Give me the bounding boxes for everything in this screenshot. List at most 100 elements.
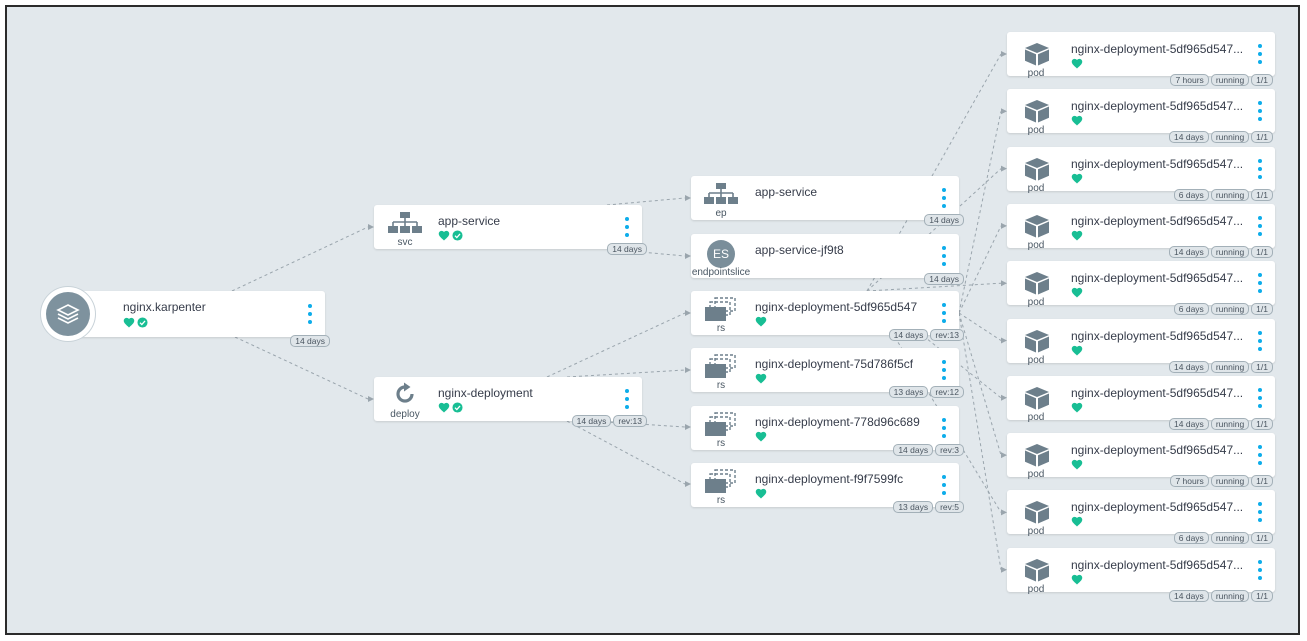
- pod-title: nginx-deployment-5df965d547...: [1071, 328, 1244, 343]
- pod-node[interactable]: pod nginx-deployment-5df965d547... 14 days…: [1007, 203, 1275, 258]
- replicaset-menu-button[interactable]: [939, 360, 949, 381]
- pod-menu-button[interactable]: [1255, 559, 1265, 580]
- service-title: app-service: [438, 214, 501, 228]
- endpoints-menu-button[interactable]: [939, 188, 949, 208]
- pod-menu-button[interactable]: [1255, 330, 1265, 351]
- pod-kind: pod: [1027, 526, 1045, 538]
- replicaset-menu-button[interactable]: [939, 417, 949, 438]
- edge-arrow: [1001, 280, 1007, 287]
- pod-kind: pod: [1027, 239, 1045, 251]
- replicaset-status: [755, 316, 767, 327]
- revision-badge: rev:12: [930, 386, 964, 399]
- edge-arrow: [1001, 394, 1007, 401]
- endpointslice-kind: endpointslice: [691, 267, 751, 278]
- heart-icon: [1071, 459, 1083, 470]
- ready-badge: 1/1: [1251, 475, 1273, 488]
- edge-line: [958, 225, 1002, 314]
- edge-arrow: [368, 224, 374, 230]
- replicaset-title: nginx-deployment-75d786f5cf: [755, 357, 914, 372]
- heart-icon: [1071, 173, 1083, 184]
- heart-icon: [123, 317, 135, 328]
- age-badge: 14 days: [888, 329, 929, 341]
- edge-arrow: [685, 367, 691, 373]
- pod-title: nginx-deployment-5df965d547...: [1071, 385, 1244, 400]
- phase-badge: running: [1210, 303, 1250, 316]
- pod-menu-button[interactable]: [1255, 158, 1265, 179]
- check-circle-icon: [137, 317, 148, 328]
- endpointslice-node[interactable]: ES endpointslice app-service-jf9t8 14 da…: [691, 234, 964, 285]
- cube-icon: [1023, 328, 1051, 354]
- phase-badge: running: [1210, 245, 1250, 258]
- replicaset-title: nginx-deployment-5df965d547: [755, 300, 918, 314]
- edge-line: [866, 282, 1002, 292]
- age-badge: 14 days: [1169, 245, 1209, 258]
- pod-menu-button[interactable]: [1255, 445, 1265, 466]
- cube-icon: [1023, 442, 1051, 468]
- age-badge: 14 days: [893, 443, 934, 456]
- edge-arrow: [1001, 222, 1007, 229]
- pod-menu-button[interactable]: [1255, 215, 1265, 236]
- service-node[interactable]: svc app-service 14 days: [374, 205, 647, 255]
- deployment-node[interactable]: deploy nginx-deployment 14 days rev:13: [374, 377, 647, 427]
- pod-kind: pod: [1027, 182, 1045, 194]
- age-badge: 6 days: [1173, 188, 1209, 201]
- replicaset-menu-button[interactable]: [939, 303, 949, 323]
- pod-title: nginx-deployment-5df965d547...: [1071, 213, 1244, 228]
- phase-badge: running: [1210, 188, 1250, 201]
- endpoints-node[interactable]: ep app-service 14 days: [691, 176, 964, 226]
- replicaset-kind: rs: [716, 494, 726, 506]
- edge-line: [958, 312, 1002, 570]
- edge-line: [566, 420, 686, 485]
- pod-menu-button[interactable]: [1255, 44, 1265, 64]
- phase-badge: running: [1210, 532, 1250, 545]
- revision-badge: rev:13: [930, 329, 964, 341]
- cube-icon: [1023, 557, 1051, 583]
- pod-menu-button[interactable]: [1255, 387, 1265, 408]
- service-badges: 14 days: [607, 243, 647, 255]
- cube-icon: [1023, 499, 1051, 525]
- ready-badge: 1/1: [1251, 245, 1273, 258]
- deployment-status: [438, 402, 463, 413]
- cube-icon: [1023, 385, 1051, 411]
- ready-badge: 1/1: [1251, 417, 1273, 430]
- pod-menu-button[interactable]: [1255, 273, 1265, 294]
- cube-icon: [1023, 98, 1051, 124]
- replicaset-icon: [702, 411, 740, 439]
- edge-line: [606, 197, 686, 206]
- ready-badge: 1/1: [1251, 74, 1273, 86]
- network-icon: [387, 211, 423, 235]
- edge-arrow: [368, 396, 374, 402]
- pod-status: [1071, 516, 1083, 527]
- pod-menu-button[interactable]: [1255, 502, 1265, 523]
- endpointslice-menu-button[interactable]: [939, 246, 949, 266]
- pod-title: nginx-deployment-5df965d547...: [1071, 500, 1244, 515]
- age-badge: 13 days: [888, 386, 929, 399]
- deployment-menu-button[interactable]: [622, 389, 632, 409]
- ready-badge: 1/1: [1251, 303, 1273, 316]
- application-menu-button[interactable]: [305, 304, 315, 324]
- service-menu-button[interactable]: [622, 217, 632, 237]
- heart-icon: [1071, 58, 1083, 69]
- check-circle-icon: [452, 230, 463, 241]
- replicaset-menu-button[interactable]: [939, 474, 949, 495]
- age-badge: 14 days: [1169, 589, 1209, 602]
- application-node[interactable]: nginx.karpenter 14 days: [52, 291, 330, 347]
- pod-menu-button[interactable]: [1255, 101, 1265, 122]
- pod-kind: pod: [1027, 68, 1045, 79]
